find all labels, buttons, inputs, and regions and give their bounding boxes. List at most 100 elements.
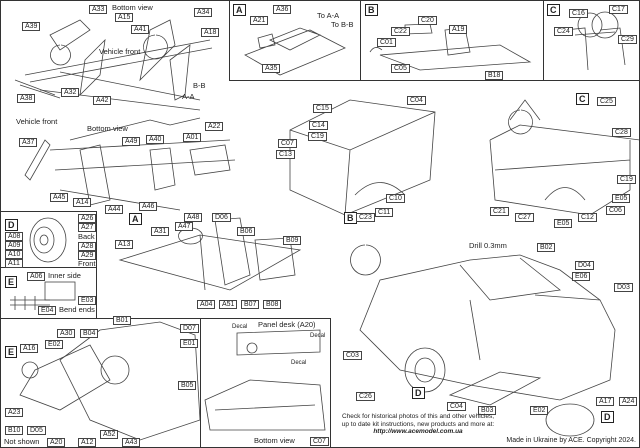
part-label: A26 xyxy=(78,214,97,223)
part-label: A39 xyxy=(22,22,41,31)
part-label: A44 xyxy=(105,205,124,214)
part-label: A13 xyxy=(115,240,134,249)
not-shown-caption: Not shown xyxy=(4,437,40,446)
part-label: C27 xyxy=(515,213,534,222)
part-label: A18 xyxy=(201,28,220,37)
part-label: C28 xyxy=(612,128,631,137)
part-label: A45 xyxy=(50,193,69,202)
part-label: A11 xyxy=(5,259,23,268)
truck-drawing xyxy=(350,244,616,437)
part-label: B04 xyxy=(80,329,99,338)
panel-a xyxy=(229,0,361,81)
part-label: A08 xyxy=(5,232,24,241)
part-label: A24 xyxy=(619,397,638,406)
part-label: E02 xyxy=(530,406,549,415)
part-label: A19 xyxy=(449,25,468,34)
callout-b: B xyxy=(344,212,357,224)
part-label: A21 xyxy=(250,16,269,25)
part-label: C17 xyxy=(609,5,628,14)
front-caption: Front xyxy=(78,259,96,268)
panel-e-drawing xyxy=(10,281,76,310)
part-label: C07 xyxy=(278,139,297,148)
decal-note: Decal xyxy=(232,324,248,330)
callout-c: C xyxy=(547,4,560,16)
part-label: A16 xyxy=(20,344,39,353)
part-label: A35 xyxy=(262,64,281,73)
part-label: A51 xyxy=(219,300,238,309)
drill-note: Drill 0.3mm xyxy=(469,241,507,250)
part-label: C13 xyxy=(276,150,295,159)
part-label: C19 xyxy=(308,132,327,141)
footer-note: Check for historical photos of this and … xyxy=(318,413,518,436)
decal-note: Decal xyxy=(310,333,326,339)
part-label: C29 xyxy=(618,35,637,44)
part-label: C22 xyxy=(391,27,410,36)
website-link[interactable]: http://www.acemodel.com.ua xyxy=(373,428,463,435)
part-label: C07 xyxy=(310,437,329,446)
part-label: E05 xyxy=(612,194,631,203)
part-label: A41 xyxy=(131,25,150,34)
part-label: A14 xyxy=(73,198,92,207)
part-label: C20 xyxy=(418,16,437,25)
part-label: D03 xyxy=(614,283,633,292)
part-label: B06 xyxy=(237,227,256,236)
part-label: A46 xyxy=(139,202,158,211)
body-box-drawing xyxy=(289,99,436,216)
part-label: D06 xyxy=(212,213,231,222)
callout-a: A xyxy=(129,213,142,225)
callout-d: D xyxy=(412,387,425,399)
section-aa: A-A xyxy=(182,92,195,101)
callout-b: B xyxy=(365,4,378,16)
part-label: E01 xyxy=(180,339,199,348)
part-label: C10 xyxy=(386,194,405,203)
part-label: C11 xyxy=(375,208,394,217)
interior-drawing xyxy=(118,217,302,291)
part-label: A20 xyxy=(47,438,66,447)
part-label: B10 xyxy=(5,426,24,435)
part-label: A06 xyxy=(27,272,46,281)
part-label: A12 xyxy=(78,438,97,447)
panel-d-drawing xyxy=(29,217,67,263)
back-caption: Back xyxy=(78,232,95,241)
part-label: C01 xyxy=(377,38,396,47)
part-label: C21 xyxy=(490,207,509,216)
part-label: A01 xyxy=(183,133,202,142)
part-label: C04 xyxy=(447,402,466,411)
callout-e: E xyxy=(5,346,18,358)
part-label: A29 xyxy=(78,251,97,260)
part-label: A38 xyxy=(17,94,36,103)
bottom-view-caption: Bottom view xyxy=(112,3,153,12)
part-label: C14 xyxy=(309,121,328,130)
part-label: E05 xyxy=(554,219,573,228)
part-label: A28 xyxy=(78,242,97,251)
part-label: B01 xyxy=(113,316,132,325)
part-label: C15 xyxy=(313,104,332,113)
part-label: E04 xyxy=(38,306,57,315)
part-label: A36 xyxy=(273,5,292,14)
part-label: E03 xyxy=(78,296,97,305)
part-label: A23 xyxy=(5,408,24,417)
part-label: A47 xyxy=(175,222,194,231)
part-label: C19 xyxy=(617,175,636,184)
top-chassis-drawing xyxy=(14,19,213,111)
part-label: B03 xyxy=(478,406,497,415)
part-label: A17 xyxy=(596,397,615,406)
inner-side-caption: Inner side xyxy=(48,271,81,280)
part-label: D05 xyxy=(27,426,46,435)
part-label: A42 xyxy=(93,96,112,105)
part-label: A34 xyxy=(194,8,213,17)
part-label: C05 xyxy=(391,64,410,73)
part-label: E06 xyxy=(572,272,591,281)
callout-e: E xyxy=(5,276,18,288)
copyright: Made in Ukraine by ACE. Copyright 2024. xyxy=(506,437,636,445)
part-label: B09 xyxy=(283,236,302,245)
part-label: A49 xyxy=(122,137,141,146)
part-label: C04 xyxy=(407,96,426,105)
part-label: C03 xyxy=(343,351,362,360)
part-label: A48 xyxy=(184,213,203,222)
part-label: D07 xyxy=(180,324,199,333)
bend-ends-caption: Bend ends xyxy=(59,305,95,314)
part-label: C06 xyxy=(606,206,625,215)
part-label: A32 xyxy=(61,88,80,97)
